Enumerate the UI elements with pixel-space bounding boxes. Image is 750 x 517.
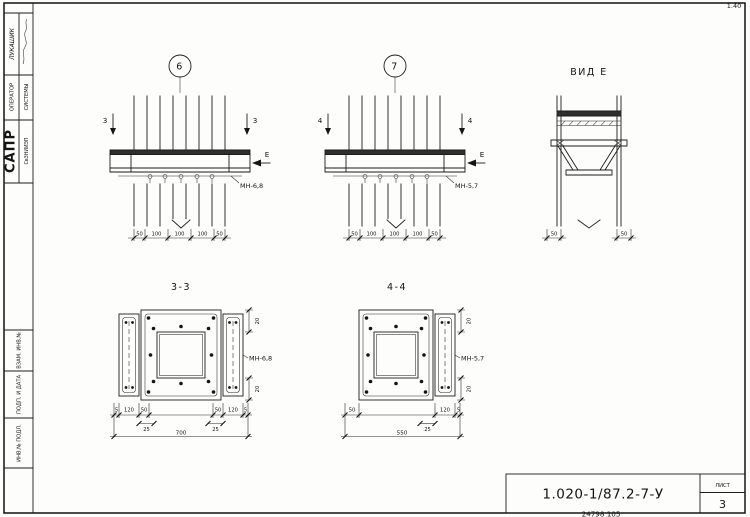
node6-section-marker-right: 3 [253,116,258,125]
sheet-number: 3 [719,498,726,511]
s33-dimension-labels: 5 120 50 50 120 5 [115,408,247,414]
node6-bubble-number: 6 [176,62,184,73]
svg-text:100: 100 [198,232,208,238]
operator-label-line1: ОПЕРАТОР [9,83,15,111]
author-name: ЛУКАШИК [9,27,16,60]
node6-section-marker-left: 3 [103,116,108,125]
svg-text:5: 5 [115,408,118,414]
s33-dim-25-left: 25 [143,427,150,433]
view-e: ВИД Е 50 50 [542,67,636,241]
view-node7-elevation: 7 4 4 Е МН-5,7 50 100 100 100 50 [318,54,486,242]
node7-section-marker-left: 4 [318,116,323,125]
view-e-dim-left: 50 [551,232,558,238]
svg-text:120: 120 [124,408,134,414]
svg-text:50: 50 [431,232,438,238]
svg-text:50: 50 [216,232,223,238]
node7-part-label: МН-5,7 [455,182,478,190]
s44-side-dim-top: 20 [466,318,472,325]
node6-view-direction-label: Е [265,150,270,159]
svg-text:100: 100 [367,232,377,238]
svg-text:50: 50 [136,232,143,238]
node7-section-marker-right: 4 [468,116,473,125]
stamp-inv-podl: ИНВ.№ ПОДЛ. [16,424,22,462]
operator-label-line2: СИСТЕМЫ [24,83,30,110]
s33-side-dim-bottom: 20 [255,386,261,393]
section-4-4-title: 4-4 [387,282,407,293]
left-stamp-column: ЛУКАШИК ОПЕРАТОР СИСТЕМЫ САПР СвЗНИИЭП В… [4,18,30,462]
node6-part-label: МН-6,8 [240,182,263,190]
stamp-podp-data: ПОДП. И ДАТА [16,375,22,415]
s33-side-dim-top: 20 [255,318,261,325]
doc-number: 1.020-1/87.2-7-У [542,487,663,503]
view-e-title: ВИД Е [570,67,608,78]
sheet-frame: 1.40 24798 105 [3,2,746,517]
node7-dimension-labels: 50 100 100 100 50 [351,232,438,238]
s44-dimension-labels: 50 120 5 [349,408,460,414]
stamp-vzam-inv: ВЗАМ. ИНВ.№ [16,332,22,369]
s44-dim-total: 550 [397,430,408,436]
node7-bubble-number: 7 [391,62,399,73]
section-4-4: 4-4 20 20 МН-5,7 50 120 5 25 [341,282,484,440]
svg-text:50: 50 [349,408,356,414]
svg-text:120: 120 [440,408,450,414]
org-name-small: СвЗНИИЭП [24,137,30,164]
s33-part-label: МН-6,8 [249,355,272,363]
node7-view-direction-label: Е [480,150,485,159]
svg-text:100: 100 [413,232,423,238]
svg-text:120: 120 [228,408,238,414]
svg-text:5: 5 [244,408,247,414]
view-node6-elevation: 6 3 3 Е МН-6,8 50 100 100 100 50 [103,54,271,242]
s44-dim-25: 25 [424,427,431,433]
node6-dimension-labels: 50 100 100 100 50 [136,232,223,238]
s44-side-dim-bottom: 20 [466,386,472,393]
svg-text:100: 100 [390,232,400,238]
section-3-3-title: 3-3 [171,282,191,293]
section-3-3: 3-3 20 20 МН-6,8 5 120 50 50 [110,282,272,440]
svg-text:50: 50 [351,232,358,238]
svg-text:5: 5 [457,408,460,414]
org-name-large: САПР [4,129,19,173]
svg-text:100: 100 [175,232,185,238]
signature-icon [22,18,28,65]
s33-dim-total: 700 [176,430,187,436]
svg-text:50: 50 [215,408,222,414]
s44-part-label: МН-5,7 [461,355,484,363]
svg-text:50: 50 [141,408,148,414]
s33-dim-25-right: 25 [212,427,219,433]
title-block: 1.020-1/87.2-7-У ЛИСТ 3 [505,473,746,514]
view-e-dim-right: 50 [621,232,628,238]
sheet-label: ЛИСТ [715,483,730,489]
svg-text:100: 100 [152,232,162,238]
frame-top-right-mark: 1.40 [727,2,741,10]
